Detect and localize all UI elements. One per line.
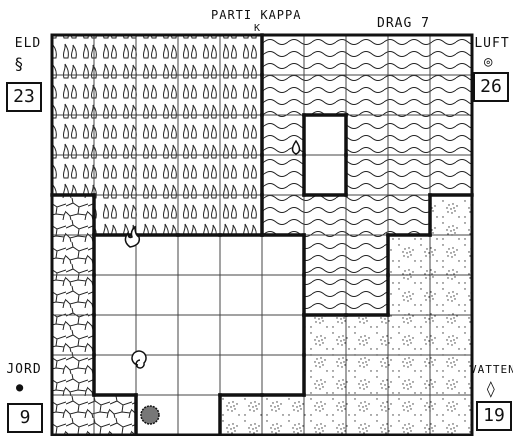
board-cell[interactable] <box>304 115 346 155</box>
board-cell[interactable] <box>262 395 304 435</box>
board-cell[interactable] <box>304 75 346 115</box>
board-cell[interactable] <box>178 155 220 195</box>
board-cell[interactable] <box>346 315 388 355</box>
board-cell[interactable] <box>262 235 304 275</box>
board-cell[interactable] <box>262 315 304 355</box>
board-cell[interactable] <box>304 315 346 355</box>
board-cell[interactable] <box>388 35 430 75</box>
board-cell[interactable] <box>346 395 388 435</box>
board-cell[interactable] <box>346 75 388 115</box>
board-cell[interactable] <box>388 315 430 355</box>
board-cell[interactable] <box>178 115 220 155</box>
board-cell[interactable] <box>220 235 262 275</box>
board-cell[interactable] <box>388 355 430 395</box>
board-cell[interactable] <box>430 115 472 155</box>
board-cell[interactable] <box>52 35 94 75</box>
board-cell[interactable] <box>220 275 262 315</box>
board-cell[interactable] <box>430 155 472 195</box>
board-cell[interactable] <box>94 75 136 115</box>
board-cell[interactable] <box>304 35 346 75</box>
board-cell[interactable] <box>430 235 472 275</box>
board-cell[interactable] <box>346 235 388 275</box>
board-cell[interactable] <box>304 275 346 315</box>
board-cell[interactable] <box>262 75 304 115</box>
board-cell[interactable] <box>262 155 304 195</box>
board-cell[interactable] <box>178 235 220 275</box>
board-cell[interactable] <box>94 355 136 395</box>
board-cell[interactable] <box>52 195 94 235</box>
board-cell[interactable] <box>178 395 220 435</box>
board-cell[interactable] <box>136 115 178 155</box>
board-cell[interactable] <box>94 395 136 435</box>
board-cell[interactable] <box>430 75 472 115</box>
board-cell[interactable] <box>220 75 262 115</box>
board-cell[interactable] <box>136 315 178 355</box>
board-cell[interactable] <box>52 75 94 115</box>
board-cell[interactable] <box>178 35 220 75</box>
board-cell[interactable] <box>388 155 430 195</box>
board-cell[interactable] <box>52 275 94 315</box>
board-cell[interactable] <box>52 395 94 435</box>
board-cell[interactable] <box>52 355 94 395</box>
board-cell[interactable] <box>388 235 430 275</box>
board-cell[interactable] <box>346 195 388 235</box>
board-cell[interactable] <box>388 195 430 235</box>
board-cell[interactable] <box>304 395 346 435</box>
board-cell[interactable] <box>220 35 262 75</box>
board-cell[interactable] <box>52 155 94 195</box>
board-cell[interactable] <box>178 315 220 355</box>
board-cell[interactable] <box>304 155 346 195</box>
board-cell[interactable] <box>220 155 262 195</box>
board-cell[interactable] <box>136 35 178 75</box>
board-cell[interactable] <box>94 195 136 235</box>
board-cell[interactable] <box>430 275 472 315</box>
board-cell[interactable] <box>346 115 388 155</box>
board-cell[interactable] <box>52 115 94 155</box>
board-cell[interactable] <box>262 35 304 75</box>
board-cell[interactable] <box>430 35 472 75</box>
board-cell[interactable] <box>220 355 262 395</box>
board-cell[interactable] <box>94 315 136 355</box>
board-cell[interactable] <box>178 355 220 395</box>
board-cell[interactable] <box>430 195 472 235</box>
board-cell[interactable] <box>220 315 262 355</box>
board-cell[interactable] <box>388 395 430 435</box>
board-cell[interactable] <box>430 395 472 435</box>
board-cell[interactable] <box>178 275 220 315</box>
earth-dot-token[interactable] <box>141 406 159 424</box>
board-cell[interactable] <box>430 315 472 355</box>
board-cell[interactable] <box>304 235 346 275</box>
board-cell[interactable] <box>94 275 136 315</box>
board-cell[interactable] <box>94 35 136 75</box>
board-cell[interactable] <box>52 235 94 275</box>
board-cell[interactable] <box>346 155 388 195</box>
board-cell[interactable] <box>136 75 178 115</box>
board-cell[interactable] <box>94 115 136 155</box>
board-cell[interactable] <box>262 275 304 315</box>
board-cell[interactable] <box>178 75 220 115</box>
board-cell[interactable] <box>346 355 388 395</box>
board-cell[interactable] <box>220 395 262 435</box>
board-cell[interactable] <box>136 195 178 235</box>
board-cell[interactable] <box>262 355 304 395</box>
board-cell[interactable] <box>346 35 388 75</box>
board-cell[interactable] <box>220 115 262 155</box>
board-cell[interactable] <box>262 195 304 235</box>
board-cell[interactable] <box>388 75 430 115</box>
board-cell[interactable] <box>94 155 136 195</box>
board-cell[interactable] <box>346 275 388 315</box>
board-cell[interactable] <box>388 115 430 155</box>
board-cell[interactable] <box>220 195 262 235</box>
board-cell[interactable] <box>52 315 94 355</box>
board-cell[interactable] <box>388 275 430 315</box>
board-cell[interactable] <box>304 355 346 395</box>
board-cell[interactable] <box>136 155 178 195</box>
board-cell[interactable] <box>430 355 472 395</box>
board-cell[interactable] <box>136 235 178 275</box>
board-cell[interactable] <box>178 195 220 235</box>
board-cell[interactable] <box>304 195 346 235</box>
board-cell[interactable] <box>136 275 178 315</box>
